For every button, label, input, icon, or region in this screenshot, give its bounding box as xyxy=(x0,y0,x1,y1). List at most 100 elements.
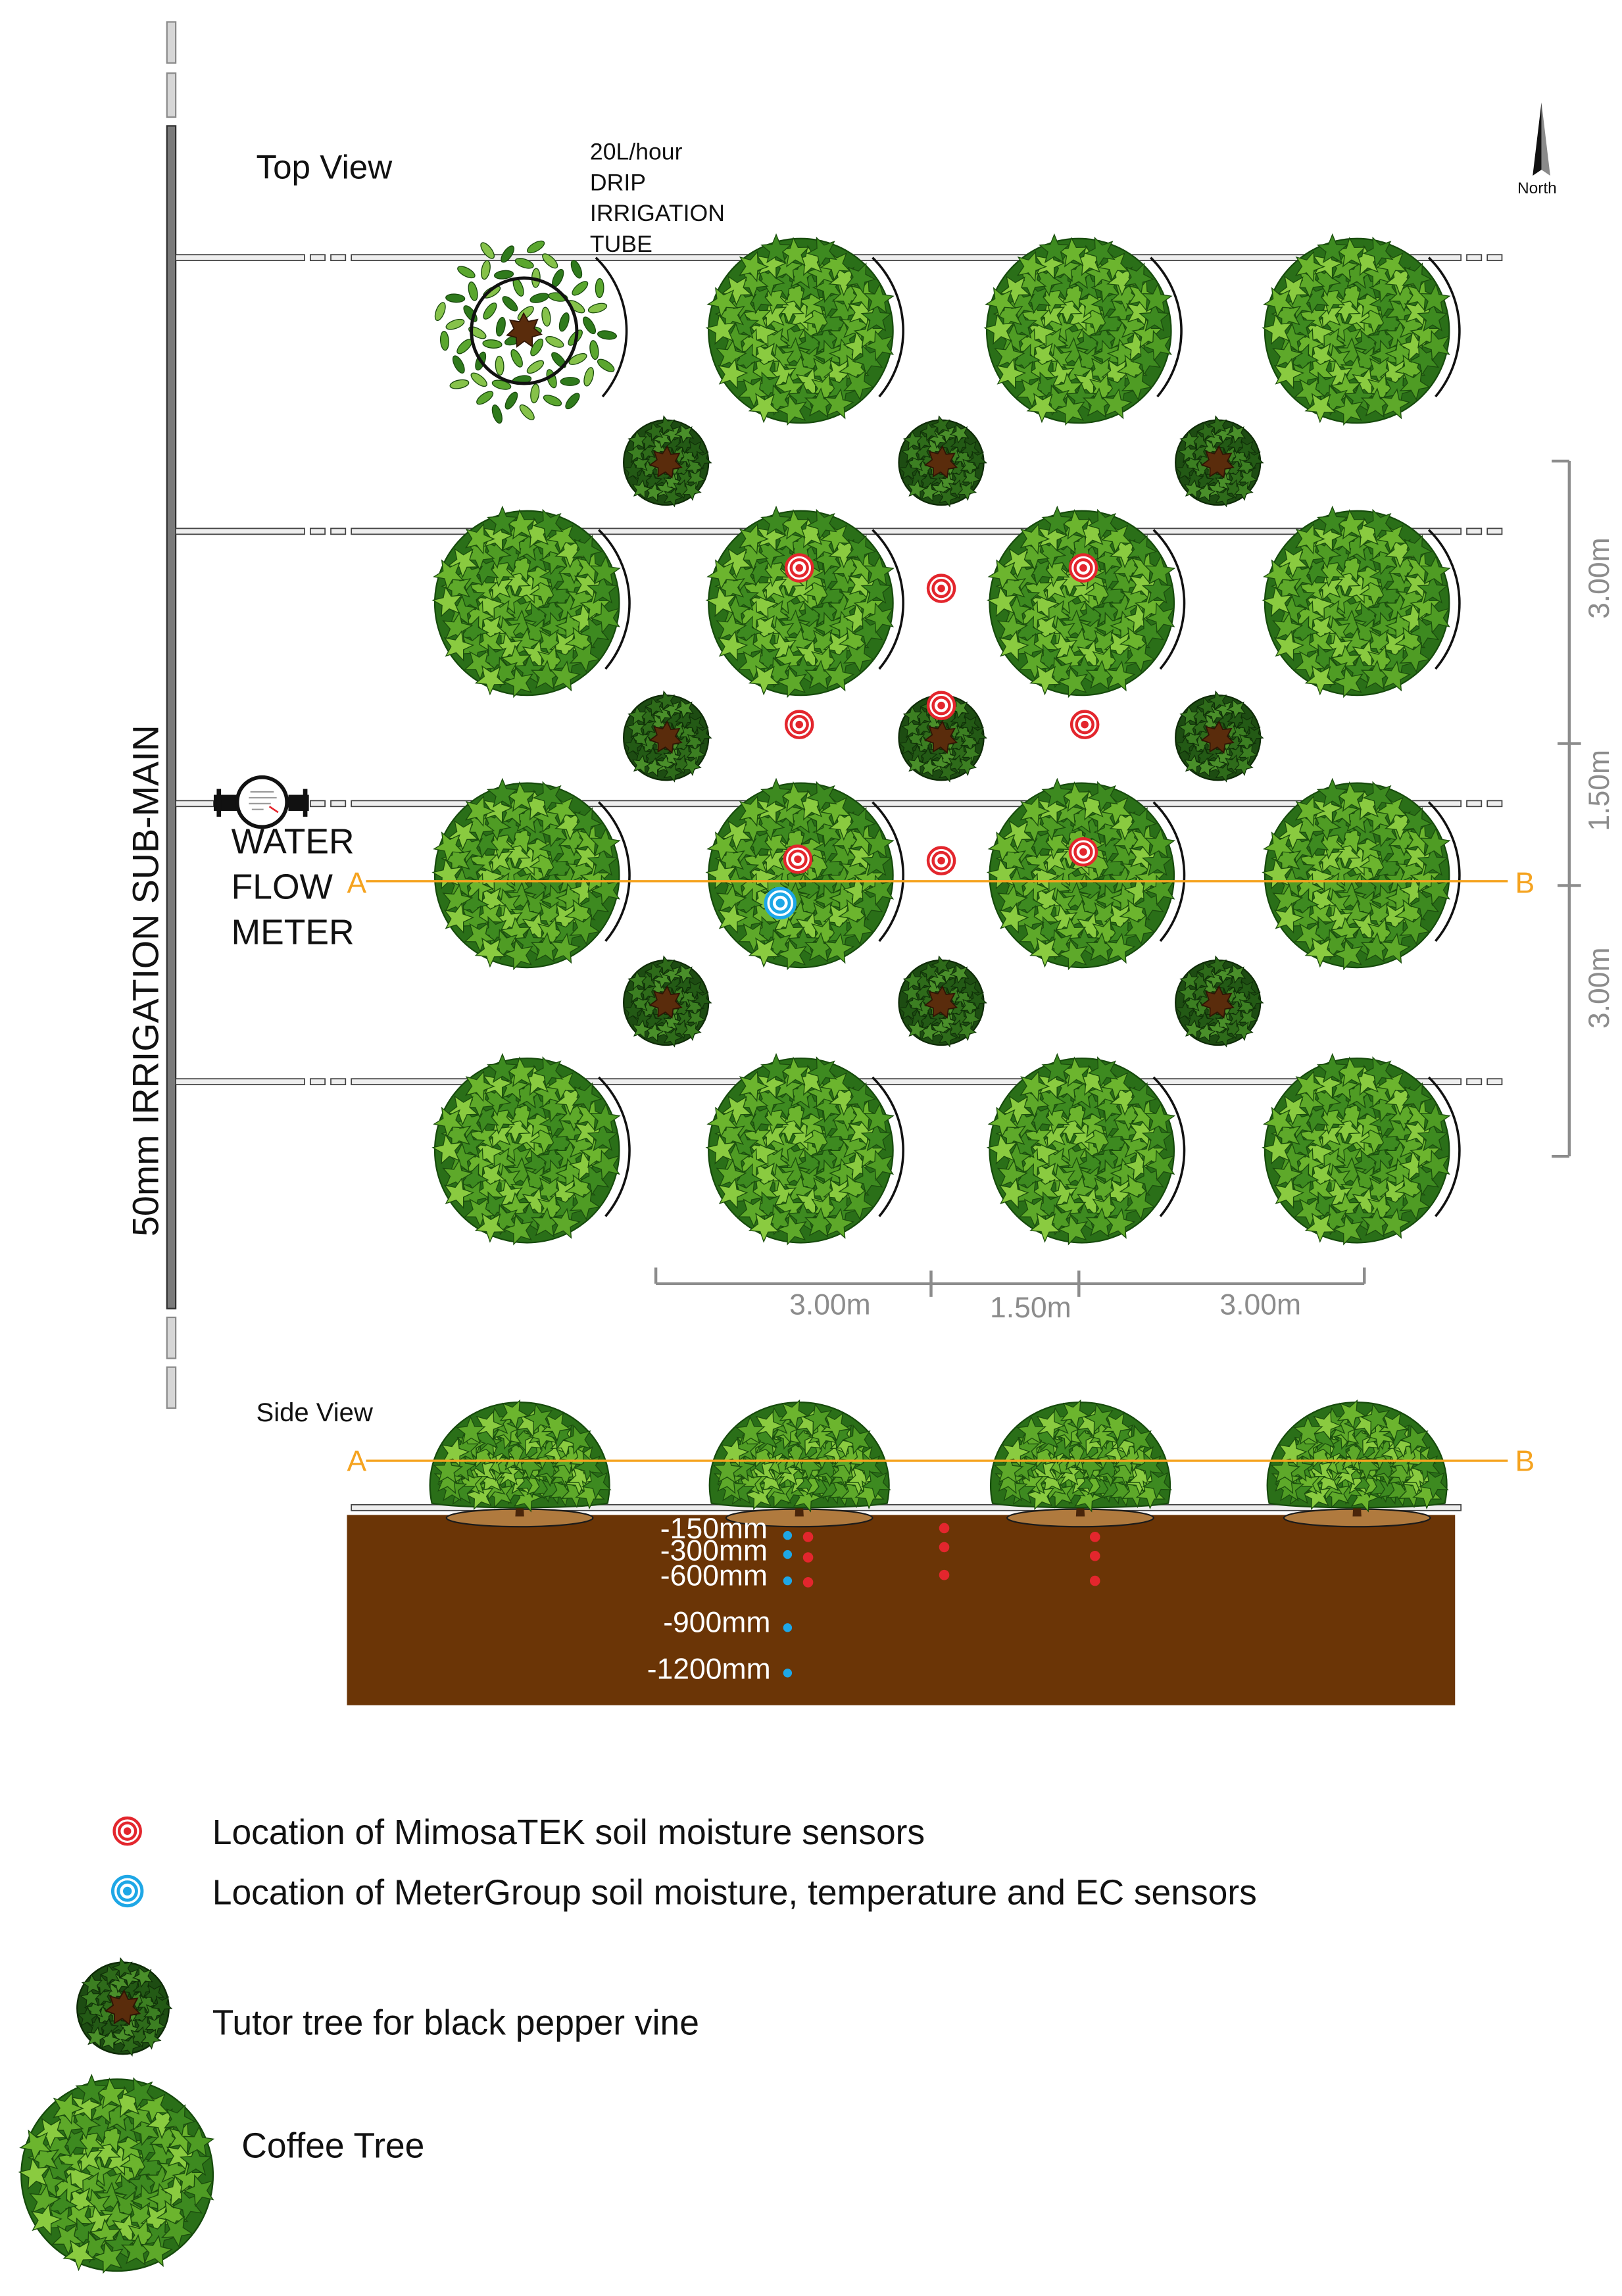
flow-meter-icon xyxy=(235,775,289,829)
mimosatek-sensor xyxy=(1071,712,1098,738)
tutor-tree xyxy=(623,955,712,1048)
coffee-tree-icon xyxy=(18,2074,214,2274)
mimosatek-sensor xyxy=(928,575,954,602)
legend-label: Location of MeterGroup soil moisture, te… xyxy=(212,1873,1257,1912)
row-spacing-label: 1.50m xyxy=(1583,750,1615,831)
top-view-trees xyxy=(433,233,1450,1246)
drip-label-line: DRIP xyxy=(590,169,646,195)
row-spacing-label: 3.00m xyxy=(1583,947,1615,1029)
drip-emitter-loop xyxy=(595,256,628,398)
metergroup-sensor-dot xyxy=(783,1623,793,1632)
drip-emitter-loop xyxy=(1152,529,1186,670)
drip-emitter-loop xyxy=(598,801,631,942)
column-spacing-label: 1.50m xyxy=(990,1292,1071,1324)
drip-emitter-loop xyxy=(1427,801,1461,942)
drip-tube-break xyxy=(1466,1078,1483,1086)
drip-tube-break xyxy=(1466,800,1483,808)
tutor-tree xyxy=(1175,415,1264,508)
water-flow-meter xyxy=(213,775,309,829)
metergroup-sensor-dot xyxy=(783,1576,793,1586)
depth-label: -600mm xyxy=(660,1559,768,1592)
row-spacing-label: 3.00m xyxy=(1583,537,1615,619)
column-spacing-label: 3.00m xyxy=(789,1289,871,1321)
flow-meter-label-line: METER xyxy=(232,913,355,952)
drip-label-line: IRRIGATION xyxy=(590,200,725,226)
section-end-label: B xyxy=(1515,867,1535,900)
drip-tube xyxy=(351,527,1462,535)
young-coffee-tree xyxy=(433,239,617,424)
north-arrow-shade xyxy=(1541,102,1550,176)
irrigation-sub-main xyxy=(166,21,177,1409)
pipe-break-segment xyxy=(166,1316,177,1359)
drip-tube xyxy=(351,800,1462,808)
tutor-tree-icon xyxy=(76,1957,173,2057)
drip-tube-break xyxy=(1466,527,1483,535)
mimosatek-sensor-dot xyxy=(1089,1575,1100,1586)
drip-label-line: TUBE xyxy=(590,231,652,257)
column-spacing-label: 3.00m xyxy=(1219,1289,1301,1321)
drip-emitter-loop xyxy=(1427,1076,1461,1217)
depth-label: -150mm xyxy=(660,1513,768,1545)
drip-tube xyxy=(175,800,214,808)
drip-tube-break xyxy=(1487,1078,1503,1086)
legend-item: Location of MimosaTEK soil moisture sens… xyxy=(114,1813,925,1852)
drip-tube-side xyxy=(351,1503,1462,1511)
depth-label: -900mm xyxy=(663,1606,770,1638)
coffee-tree xyxy=(1262,778,1450,970)
north-arrow: North xyxy=(1517,102,1557,197)
coffee-tree xyxy=(1262,506,1450,698)
flow-meter-label: WATER FLOW METER xyxy=(232,822,355,952)
sub-main-label: 50mm IRRIGATION SUB-MAIN xyxy=(125,725,166,1236)
mimosatek-sensor-icon xyxy=(114,1818,141,1844)
section-end-label: B xyxy=(1515,1446,1535,1478)
mimosatek-sensor-dot xyxy=(1089,1532,1100,1542)
top-view: Top View 20L/hour DRIP IRRIGATION TUBE N… xyxy=(125,21,1615,1409)
mimosatek-sensor xyxy=(1070,839,1096,865)
mimosatek-sensor-dot xyxy=(939,1569,950,1580)
drip-emitter-loop xyxy=(872,256,904,398)
metergroup-sensor xyxy=(766,889,795,918)
pipe-break-segment xyxy=(166,72,177,118)
flow-meter-label-line: FLOW xyxy=(232,867,333,906)
coffee-tree xyxy=(984,233,1173,426)
row-spacing-dimension xyxy=(1552,459,1581,1158)
tutor-tree xyxy=(898,955,987,1048)
drip-emitter-loop xyxy=(598,1076,631,1217)
drip-tubes xyxy=(175,254,1503,1086)
drip-emitter-loop xyxy=(872,1076,904,1217)
mimosatek-sensor xyxy=(1070,554,1096,581)
side-view: Side View A B -150mm -300mm -600mm -900m… xyxy=(257,1398,1535,1705)
drip-emitter-loop xyxy=(872,529,904,670)
soil-profile xyxy=(347,1515,1456,1705)
drip-emitter-loop xyxy=(872,801,904,942)
coffee-tree xyxy=(1262,233,1450,426)
tutor-tree xyxy=(623,691,712,783)
drip-tube-break xyxy=(1487,527,1503,535)
section-start-label: A xyxy=(347,867,367,900)
drip-emitter-loop xyxy=(1152,1076,1186,1217)
drip-tube xyxy=(175,254,305,262)
north-label: North xyxy=(1517,180,1557,197)
tutor-tree xyxy=(898,415,987,508)
legend-label: Coffee Tree xyxy=(241,2126,424,2165)
metergroup-depth-sensors xyxy=(783,1530,793,1678)
drip-tube xyxy=(175,527,305,535)
metergroup-sensor-dot xyxy=(783,1669,793,1678)
drip-tube-break xyxy=(330,527,347,535)
mimosatek-sensor-dot xyxy=(1089,1550,1100,1561)
mimosatek-sensor-dot xyxy=(939,1542,950,1553)
depth-labels: -150mm -300mm -600mm -900mm -1200mm xyxy=(647,1513,771,1686)
drip-tube-break xyxy=(1487,254,1503,262)
legend-item: Tutor tree for black pepper vine xyxy=(76,1957,699,2057)
drip-emitter-loop xyxy=(1150,256,1183,398)
drip-emitter-loop xyxy=(1427,256,1461,398)
mimosatek-sensor xyxy=(785,846,811,872)
section-line-side: A B xyxy=(347,1446,1535,1478)
drip-tube-break xyxy=(330,800,347,808)
sub-main-pipe xyxy=(166,125,177,1309)
mimosatek-sensor xyxy=(786,712,812,738)
coffee-tree xyxy=(706,778,895,970)
metergroup-sensor-dot xyxy=(783,1550,793,1559)
drip-tube-break xyxy=(309,254,326,262)
